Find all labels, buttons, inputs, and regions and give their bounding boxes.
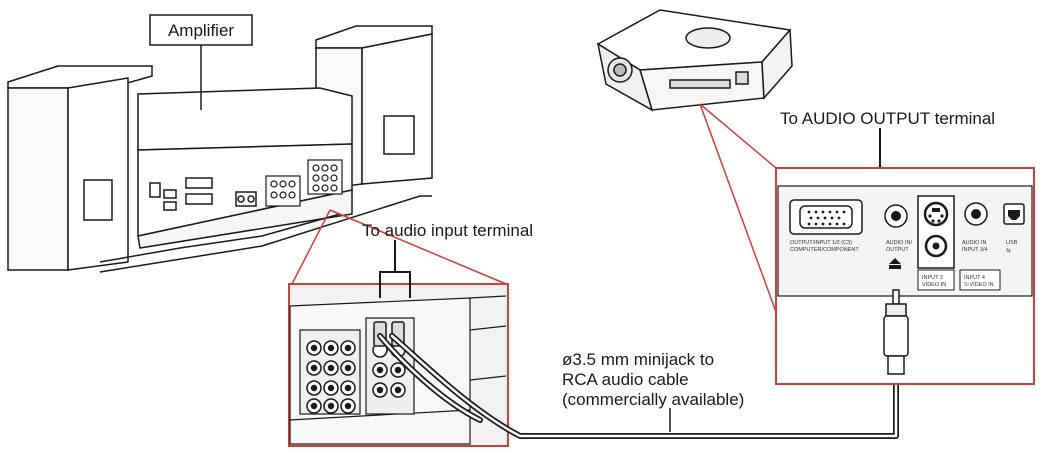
svideo-jack <box>917 195 955 269</box>
svg-text:AUDIO IN/: AUDIO IN/ <box>886 240 912 246</box>
amplifier-zoom-panel <box>288 283 509 447</box>
audio-output-label: To AUDIO OUTPUT terminal <box>780 109 995 128</box>
audio-input-bracket <box>379 240 411 298</box>
svg-text:USB: USB <box>1006 240 1018 246</box>
svg-text:INPUT 4: INPUT 4 <box>964 275 985 281</box>
usb-icon: ⇆ <box>1006 247 1011 254</box>
svg-text:OUTPUT: OUTPUT <box>886 247 909 253</box>
projector-callout-lines <box>699 103 777 313</box>
svg-text:S-VIDEO IN: S-VIDEO IN <box>964 282 994 288</box>
audio-cable <box>377 333 899 439</box>
svg-text:VIDEO IN: VIDEO IN <box>922 282 946 288</box>
audio-output-jack: AUDIO IN/ OUTPUT <box>884 204 912 269</box>
svg-text:Amplifier: Amplifier <box>168 21 234 40</box>
usb-port: USB ⇆ <box>1003 203 1025 254</box>
svg-text:COMPUTER/COMPONENT: COMPUTER/COMPONENT <box>790 247 859 253</box>
minijack-plug <box>883 289 909 375</box>
amplifier-jack-grid <box>265 159 343 207</box>
left-speaker <box>7 65 153 271</box>
svg-text:ø3.5 mm minijack to: ø3.5 mm minijack to <box>562 350 714 369</box>
audio-input-label: To audio input terminal <box>362 221 533 240</box>
input3-label: INPUT 3 VIDEO IN <box>917 269 955 291</box>
svg-text:OUTPUT/INPUT 1/2 (C3): OUTPUT/INPUT 1/2 (C3) <box>790 240 852 246</box>
cable-label: ø3.5 mm minijack to RCA audio cable (com… <box>562 350 744 432</box>
svg-text:RCA audio cable: RCA audio cable <box>562 370 689 389</box>
amplifier-callout-lines <box>291 209 507 285</box>
projector-zoom-panel: OUTPUT/INPUT 1/2 (C3) COMPUTER/COMPONENT… <box>775 167 1035 385</box>
zoom-jack-grid <box>306 340 406 414</box>
amplifier-label: Amplifier <box>149 14 253 110</box>
projector <box>596 9 793 112</box>
svg-text:INPUT 3: INPUT 3 <box>922 275 943 281</box>
svg-text:INPUT 3/4: INPUT 3/4 <box>962 247 988 253</box>
audio-in4-jack: AUDIO IN INPUT 3/4 INPUT 4 S-VIDEO IN <box>959 202 1001 291</box>
svg-text:AUDIO IN: AUDIO IN <box>962 240 986 246</box>
svg-text:(commercially available): (commercially available) <box>562 390 744 409</box>
rgb-port <box>789 199 863 235</box>
